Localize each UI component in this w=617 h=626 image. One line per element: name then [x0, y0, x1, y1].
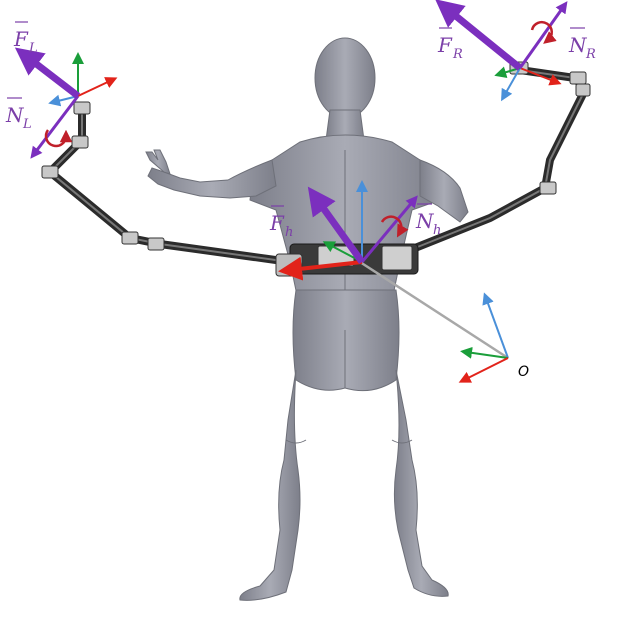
- svg-text:h: h: [285, 225, 293, 240]
- origin-axis-x: [464, 358, 508, 380]
- label-N-L: N L: [5, 98, 32, 132]
- svg-text:N: N: [415, 209, 435, 233]
- moment-axis-right: [520, 6, 564, 68]
- svg-text:h: h: [433, 223, 441, 238]
- origin-label: O: [518, 364, 529, 380]
- label-N-R: N R: [568, 28, 596, 62]
- svg-text:L: L: [28, 41, 38, 56]
- force-arrow-left: [26, 56, 78, 96]
- label-N-h: N h: [415, 204, 441, 238]
- figure-head: [315, 38, 375, 118]
- human-figure: [146, 38, 468, 600]
- svg-text:R: R: [452, 47, 463, 62]
- svg-text:F: F: [269, 211, 285, 235]
- svg-text:N: N: [5, 103, 25, 127]
- figure-leg-left: [240, 370, 300, 600]
- frame-left-axis-x: [78, 80, 112, 96]
- label-F-L: F L: [13, 22, 38, 56]
- label-F-R: F R: [437, 28, 463, 62]
- figure-pelvis: [293, 290, 399, 391]
- origin-axis-z: [486, 298, 508, 358]
- waist-belt-module-right: [382, 246, 412, 270]
- figure-leg-right: [394, 370, 448, 596]
- svg-text:L: L: [22, 117, 32, 132]
- svg-text:F: F: [13, 27, 29, 51]
- svg-text:N: N: [568, 33, 588, 57]
- svg-text:R: R: [585, 47, 596, 62]
- origin-frame: [464, 298, 508, 380]
- svg-text:F: F: [437, 33, 453, 57]
- exo-arm-right: [410, 62, 590, 250]
- waist-belt-module-left: [276, 254, 302, 276]
